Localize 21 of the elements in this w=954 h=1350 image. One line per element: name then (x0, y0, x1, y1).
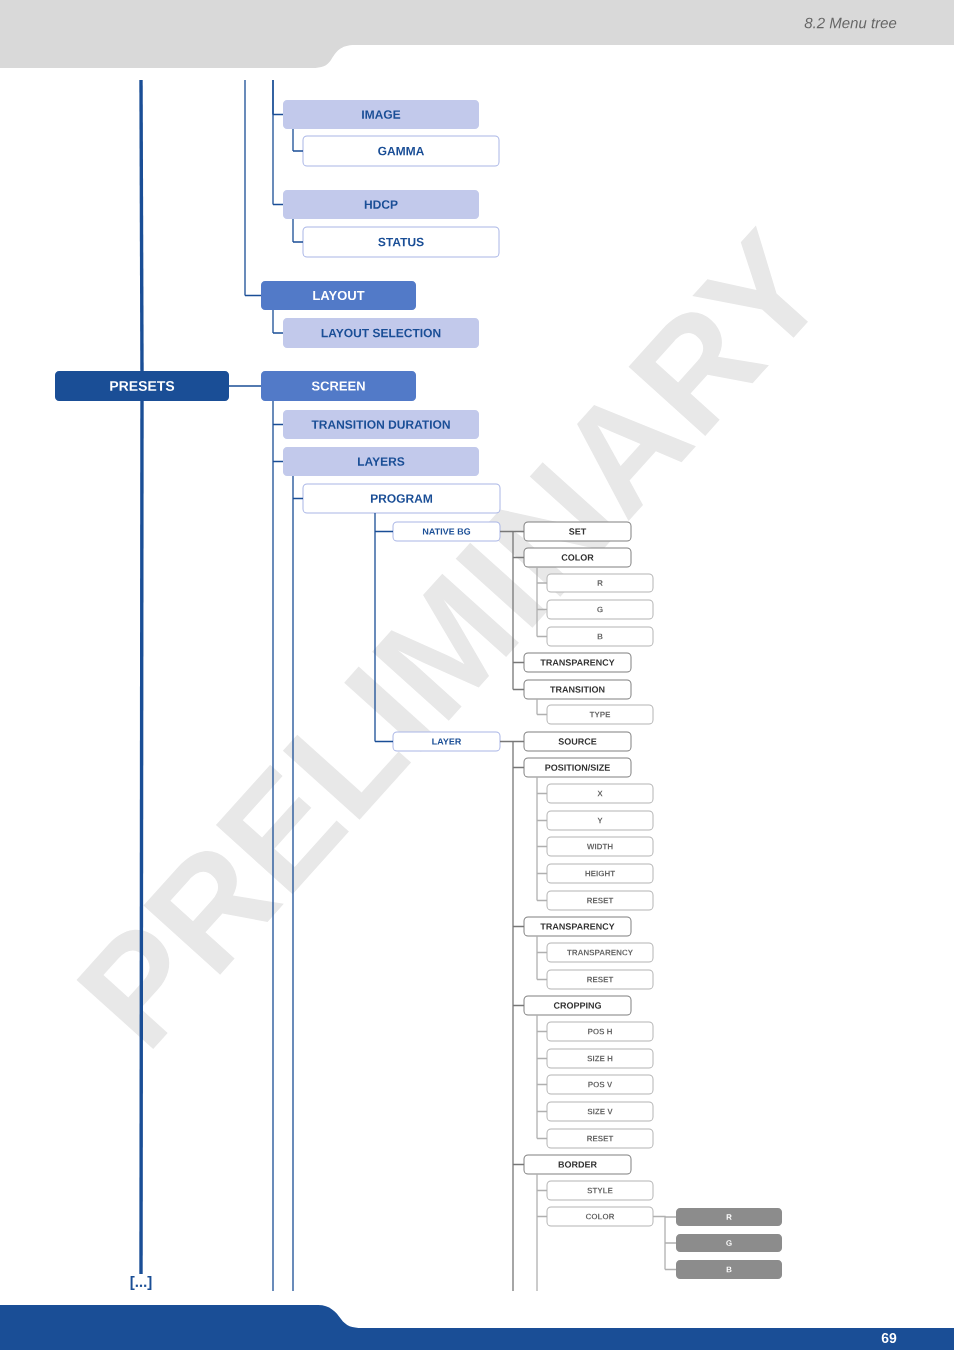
tree-line (536, 1173, 548, 1292)
menu-box: B (676, 1260, 782, 1279)
tree-line (652, 1215, 677, 1271)
menu-box: HDCP (283, 190, 479, 219)
tree-line (536, 1014, 548, 1140)
tree-line (292, 128, 304, 152)
menu-box: RESET (546, 1128, 654, 1149)
menu-box: R (676, 1208, 782, 1226)
menu-box: COLOR (546, 1206, 654, 1227)
menu-box: SIZE H (546, 1048, 654, 1069)
menu-box: STYLE (546, 1180, 654, 1201)
menu-box: IMAGE (283, 100, 479, 129)
menu-box: SIZE V (546, 1101, 654, 1122)
ellipsis-text: [...] (130, 1276, 152, 1290)
section-heading: 8.2 Menu tree (804, 17, 897, 29)
menu-box: POS V (546, 1074, 654, 1095)
page-number: 69 (881, 1333, 897, 1343)
menu-box: BORDER (523, 1154, 632, 1175)
menu-box: GAMMA (302, 135, 500, 167)
menu-box: G (676, 1234, 782, 1252)
tree-line (272, 79, 284, 206)
